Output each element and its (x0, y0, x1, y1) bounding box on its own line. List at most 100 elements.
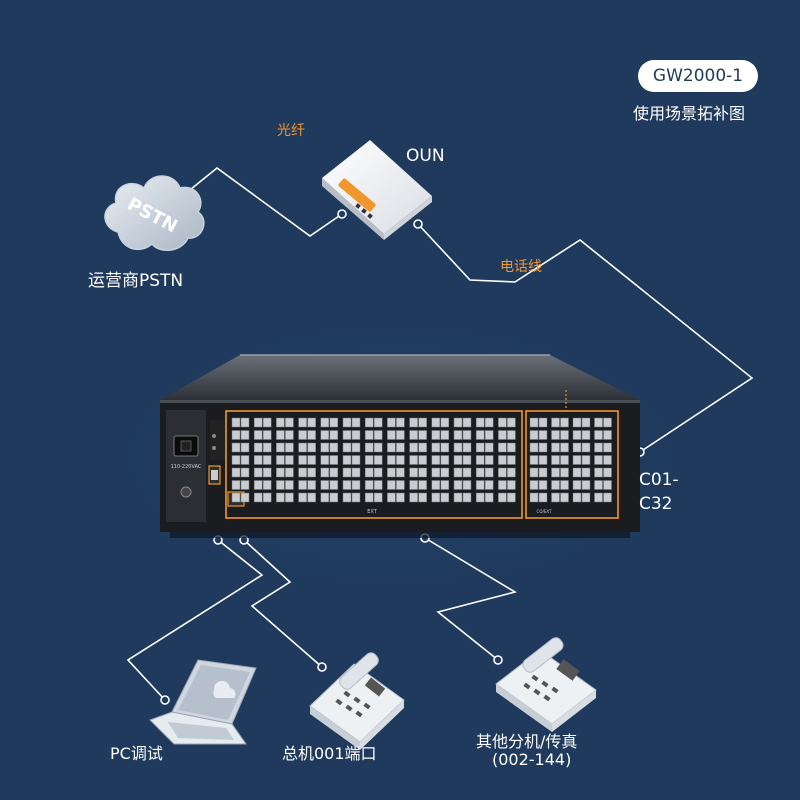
rj11-port (231, 480, 241, 490)
rj11-port (387, 442, 396, 453)
rj11-port (307, 455, 316, 465)
rj11-port (262, 467, 272, 478)
rj11-port (603, 467, 612, 478)
rj11-port (484, 455, 494, 465)
rj11-port (298, 417, 307, 428)
oun-box-icon (322, 140, 432, 240)
rj11-port (387, 455, 396, 465)
rj11-port (364, 442, 374, 453)
rj11-port (560, 455, 569, 465)
trunk-label-line2: C32 (639, 494, 673, 514)
rj11-port (551, 480, 560, 490)
main-phone-line (243, 539, 323, 668)
rj11-port (538, 455, 548, 465)
main-phone-icon (309, 652, 405, 750)
rj11-port (298, 492, 307, 503)
rj11-port (603, 417, 612, 428)
rj11-port (551, 430, 560, 440)
rj11-port (253, 480, 263, 490)
phone-line-label: 电话线 (500, 259, 542, 275)
rj11-port (396, 455, 405, 465)
rj11-port (320, 480, 330, 490)
rj11-port (409, 480, 418, 490)
rj11-port (440, 467, 450, 478)
rj11-port (475, 467, 485, 478)
ground-screw-icon (180, 486, 192, 498)
rj11-port (253, 492, 263, 503)
rj11-port (462, 492, 472, 503)
rj11-port (307, 417, 316, 428)
rj11-port (453, 430, 463, 440)
rj11-port (581, 467, 591, 478)
rj11-port (462, 430, 472, 440)
extension-label-line2: (002-144) (492, 750, 572, 769)
rj11-port (320, 455, 330, 465)
rj11-port (581, 492, 591, 503)
rj11-port (329, 430, 339, 440)
rj11-port (285, 480, 294, 490)
rj11-port (581, 455, 591, 465)
device-top (160, 355, 640, 400)
rj11-port (387, 417, 396, 428)
rj11-port (231, 417, 241, 428)
phone-line-trunk (417, 223, 754, 453)
rj11-port (581, 480, 591, 490)
rj11-port (262, 442, 272, 453)
rj11-port (320, 417, 330, 428)
rj11-port (342, 417, 352, 428)
rj11-port (329, 455, 339, 465)
rj11-port (418, 417, 427, 428)
rj11-port (484, 492, 494, 503)
rj11-port (603, 480, 612, 490)
rj11-port (462, 442, 472, 453)
rj11-port (307, 480, 316, 490)
rj11-port (507, 430, 516, 440)
rj11-port (307, 442, 316, 453)
gateway-device: 110-220VAC EXT CO/EXT (160, 354, 640, 538)
rj11-port (364, 492, 374, 503)
ext-label: EXT (367, 509, 377, 515)
rj11-port (507, 492, 516, 503)
rj11-port (560, 442, 569, 453)
rj11-port (462, 467, 472, 478)
rj11-port (418, 480, 427, 490)
pc-line (126, 539, 264, 701)
rj11-port (453, 480, 463, 490)
rj11-port (498, 455, 507, 465)
rj11-port (453, 442, 463, 453)
rj11-port (572, 430, 582, 440)
rj11-port (351, 492, 361, 503)
rj11-port (298, 455, 307, 465)
rj11-port (538, 480, 548, 490)
rj11-port (409, 467, 418, 478)
rj11-port (364, 430, 374, 440)
rj11-port (560, 467, 569, 478)
rj11-port (276, 467, 285, 478)
rj11-port (440, 455, 450, 465)
rj11-port (262, 417, 272, 428)
ext-line (424, 537, 518, 661)
rj11-port (253, 430, 263, 440)
rj11-port (351, 455, 361, 465)
rj11-port (507, 480, 516, 490)
rj11-port (484, 430, 494, 440)
rj11-port (276, 430, 285, 440)
rj11-port (603, 455, 612, 465)
rj11-port (538, 430, 548, 440)
rj11-port (594, 442, 603, 453)
rj11-port (298, 430, 307, 440)
rj11-port (431, 467, 441, 478)
rj11-port (551, 455, 560, 465)
rj11-port (538, 467, 548, 478)
rj11-port (262, 492, 272, 503)
rj11-port (507, 467, 516, 478)
rj11-port (498, 480, 507, 490)
rj11-port (373, 417, 383, 428)
rj11-port (431, 455, 441, 465)
rj11-port (351, 430, 361, 440)
rj11-port (373, 430, 383, 440)
rj11-port (462, 417, 472, 428)
rj11-port (262, 455, 272, 465)
rj11-port (409, 442, 418, 453)
rj11-port (475, 417, 485, 428)
